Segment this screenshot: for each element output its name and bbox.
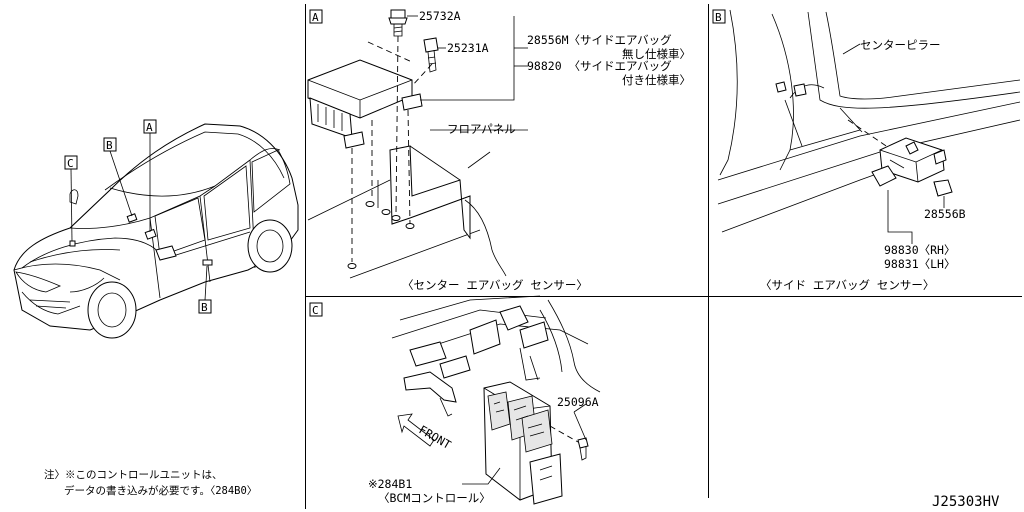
label-98830: 98830〈RH〉 [884,243,955,257]
screw-25096A[interactable] [577,437,589,461]
panel-frame [305,4,1022,509]
svg-text:B: B [201,301,208,314]
bolt-25732A[interactable] [388,9,408,37]
caption-side-airbag-sensor: 〈サイド エアバッグ センサー〉 [760,278,934,292]
bolt-28556B[interactable] [933,179,953,197]
section-B: B センターピラー [712,9,1021,292]
label-98820: 98820 〈サイドエアバッグ [527,59,672,73]
label-center-pillar: センターピラー [860,38,941,52]
label-25096A: 25096A [557,395,599,409]
note-line-2: データの書き込みが必要です。〈284B0〉 [64,484,257,497]
center-airbag-sensor[interactable] [307,59,423,149]
side-airbag-sensor[interactable] [871,137,947,187]
svg-text:C: C [312,304,319,317]
callout-B-vehicle-pillar[interactable]: B [198,265,212,314]
svg-text:B: B [715,11,722,24]
svg-text:C: C [67,157,74,170]
label-28556B: 28556B [924,207,966,221]
bcm-control-unit[interactable] [483,381,563,505]
bolt-25231A[interactable] [423,37,439,73]
section-A: A フロアパネル [307,9,691,292]
label-bcm-control: 〈BCMコントロール〉 [378,491,491,505]
label-floor-panel: フロアパネル [447,122,516,136]
vehicle-illustration [13,123,299,339]
svg-text:B: B [106,139,113,152]
diagram-code: J25303HV [932,494,1000,510]
svg-text:A: A [146,121,153,134]
caption-center-airbag-sensor: 〈センター エアバッグ センサー〉 [402,278,588,292]
label-98820-note: 付き仕様車〉 [622,73,691,87]
section-label-C[interactable]: C [309,302,323,317]
svg-text:A: A [312,11,319,24]
label-28556M-note: 無し仕様車〉 [622,47,691,61]
label-28556M: 28556M〈サイドエアバッグ [527,33,672,47]
section-label-B[interactable]: B [712,9,726,24]
callout-A-vehicle[interactable]: A [143,119,157,232]
label-284B1: ※284B1 [368,477,412,491]
front-direction-arrow: FRONT [397,413,454,452]
callout-B-vehicle-roof[interactable]: B [103,137,133,217]
section-label-A[interactable]: A [309,9,323,24]
label-front: FRONT [417,422,454,451]
label-25231A: 25231A [447,41,489,55]
label-25732A: 25732A [419,9,461,23]
callout-C-vehicle[interactable]: C [64,155,78,242]
section-C: C [309,295,601,505]
note-line-1: 注〉※このコントロールユニットは、 [44,468,223,481]
label-98831: 98831〈LH〉 [884,257,955,271]
